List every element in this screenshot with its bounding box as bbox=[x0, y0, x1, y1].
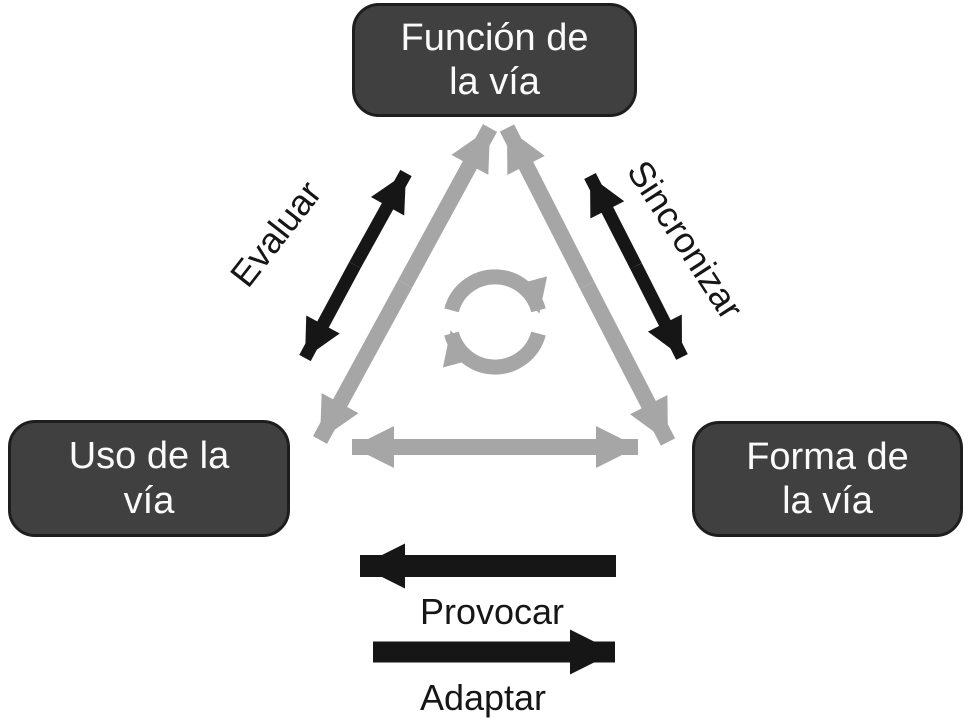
provocar-label: Provocar bbox=[419, 591, 565, 632]
node-uso-label: Uso de la vía bbox=[68, 435, 230, 522]
node-uso-de-la-via: Uso de la vía bbox=[8, 420, 290, 537]
triangle-edge-left-arrow bbox=[312, 124, 498, 444]
sincronizar-arrow bbox=[584, 173, 688, 360]
triangle-edge-right-arrow bbox=[499, 124, 676, 446]
node-forma-label: Forma de la vía bbox=[746, 435, 909, 522]
adaptar-label: Adaptar bbox=[419, 677, 547, 718]
sync-cycle-icon bbox=[442, 269, 548, 375]
node-forma-de-la-via: Forma de la vía bbox=[692, 421, 963, 537]
node-funcion-de-la-via: Función de la vía bbox=[352, 3, 637, 117]
node-funcion-label: Función de la vía bbox=[400, 16, 589, 103]
evaluar-arrow bbox=[299, 169, 412, 362]
